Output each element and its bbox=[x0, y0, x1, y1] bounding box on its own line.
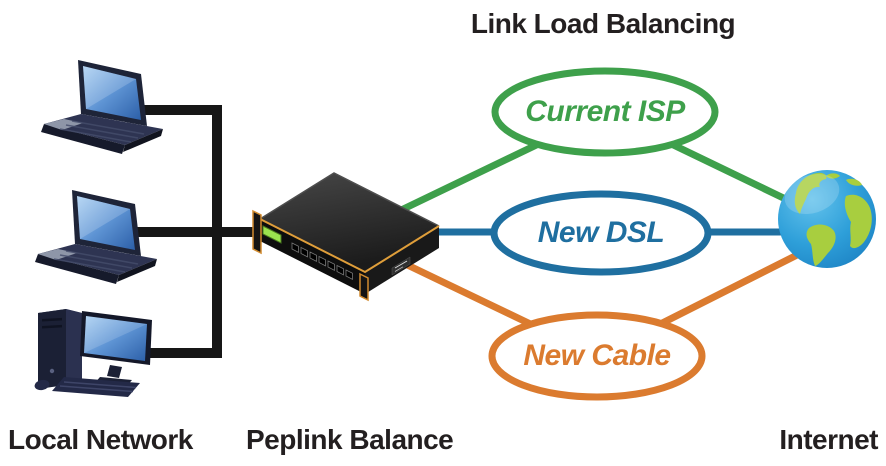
caption-local-network: Local Network bbox=[8, 424, 193, 455]
laptop-icon-2 bbox=[34, 189, 158, 285]
new-cable-ellipse bbox=[488, 311, 706, 401]
internet-globe-icon bbox=[778, 170, 876, 268]
desktop-computer-icon bbox=[34, 309, 152, 397]
laptop-icon-1 bbox=[40, 59, 164, 155]
new-dsl-ellipse bbox=[490, 190, 712, 276]
peplink-router-icon bbox=[252, 172, 440, 302]
diagram-title: Link Load Balancing bbox=[470, 8, 736, 39]
wan-label-current-isp: Current ISP bbox=[525, 95, 685, 128]
wan-label-new-dsl: New DSL bbox=[537, 216, 665, 249]
current-isp-ellipse bbox=[491, 67, 719, 157]
wan-label-new-cable: New Cable bbox=[523, 339, 671, 372]
caption-internet: Internet bbox=[779, 424, 878, 455]
ethernet-cables bbox=[132, 105, 270, 358]
caption-peplink-balance: Peplink Balance bbox=[246, 424, 454, 455]
